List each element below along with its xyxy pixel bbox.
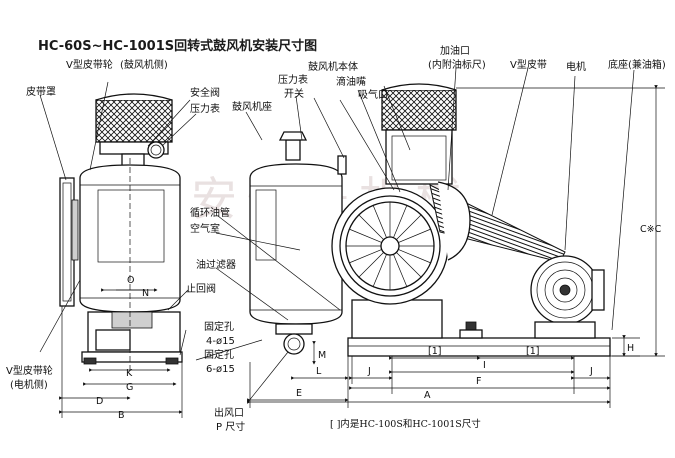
outlet-shape (283, 333, 305, 355)
label-air-chamber: 空气室 (190, 222, 220, 235)
label-pressure-gauge: 压力表 (190, 102, 220, 115)
dim-j-right: J (589, 366, 593, 377)
dim-m: M (318, 350, 326, 361)
dim-h: H (627, 343, 634, 354)
label-oil-circ-pipe: 循环油管 (190, 206, 230, 219)
label-outlet: 出风口 (214, 406, 244, 419)
dim-i: I (483, 360, 486, 371)
air-filter-side (95, 99, 173, 143)
side-view-dimensions: O N K G D B (59, 275, 183, 421)
pressure-gauge-side (147, 141, 165, 159)
dim-e: E (296, 388, 302, 399)
dim-g: G (126, 382, 133, 393)
label-v-pulley-blower-side: (鼓风机侧) (120, 58, 168, 71)
label-oil-fill-dipstick: (内附油标尺) (428, 58, 486, 71)
dim-bracket-2: [1] (526, 346, 539, 357)
front-view-dimensions: H C※C (456, 85, 665, 357)
dim-k: K (126, 368, 133, 379)
label-blower-body: 鼓风机本体 (308, 60, 358, 73)
dim-n: N (142, 288, 149, 299)
label-pressure-switch-1: 压力表 (278, 73, 308, 86)
label-v-pulley-motor: V型皮带轮 (6, 364, 53, 377)
label-oil-filter: 油过滤器 (196, 258, 236, 271)
front-view (331, 83, 611, 357)
label-fix-hole-2-spec: 6-ø15 (206, 364, 235, 375)
dim-f: F (476, 376, 481, 387)
dim-a: A (424, 390, 431, 401)
label-safety-valve: 安全阀 (190, 86, 220, 99)
dim-bracket-1: [1] (428, 346, 441, 357)
label-blower-base: 鼓风机座 (232, 100, 272, 113)
label-pressure-switch-2: 开关 (284, 87, 304, 100)
label-fix-hole-2: 固定孔 (204, 348, 234, 361)
page-title: HC-60S~HC-1001S回转式鼓风机安装尺寸图 (38, 38, 317, 54)
label-v-belt: V型皮带 (510, 58, 547, 71)
safety-valve-shape (285, 139, 301, 161)
air-chamber-shape (249, 163, 343, 325)
tank-view: M (249, 131, 347, 365)
air-filter-front (381, 89, 457, 131)
dim-c: C※C (640, 224, 662, 235)
label-check-valve: 止回阀 (186, 282, 216, 295)
label-fix-hole-1: 固定孔 (204, 320, 234, 333)
blower-body-side (79, 164, 181, 313)
label-oil-nozzle: 滴油嘴 (336, 75, 366, 88)
dim-d: D (96, 396, 103, 407)
label-motor: 电机 (566, 60, 586, 73)
footnote: [ ]内是HC-100S和HC-1001S尺寸 (330, 418, 481, 430)
callout-labels: 皮带罩 V型皮带轮 (鼓风机侧) 安全阀 压力表 鼓风机座 压力表 开关 鼓风机… (6, 44, 666, 433)
label-air-intake: 吸气口 (358, 88, 388, 101)
label-v-pulley-blower: V型皮带轮 (66, 58, 113, 71)
label-oil-fill: 加油口 (440, 44, 470, 57)
base-tank-shape (347, 337, 611, 357)
dim-b: B (118, 410, 125, 421)
label-fix-hole-1-spec: 4-ø15 (206, 336, 235, 347)
leader-lines (39, 67, 635, 403)
dim-l: L (316, 366, 322, 377)
label-belt-cover: 皮带罩 (26, 85, 56, 98)
label-base-tank: 底座(兼油箱) (608, 58, 666, 71)
dim-j-left: J (367, 366, 371, 377)
bottom-dimensions: L E J [1] [1] I J F A (247, 346, 611, 408)
dim-o: O (127, 275, 134, 286)
side-view (59, 93, 183, 375)
label-v-pulley-motor-side: (电机侧) (10, 378, 48, 391)
label-outlet-size: P 尺寸 (216, 420, 245, 433)
